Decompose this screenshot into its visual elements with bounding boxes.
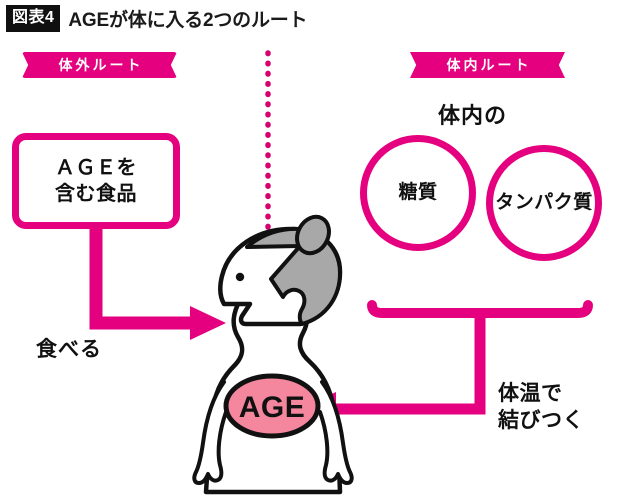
circle-sugar: 糖質 xyxy=(360,135,476,251)
bind-arrow-label: 体温で 結びつく xyxy=(498,380,584,435)
head xyxy=(218,226,343,327)
banner-external-route: 体外ルート xyxy=(22,52,177,78)
circle-sugar-label: 糖質 xyxy=(398,181,438,203)
figure-title-row: 図表4 AGEが体に入る2つのルート xyxy=(6,4,308,32)
age-blob: AGE xyxy=(223,373,321,439)
age-food-box: ＡＧＥを 含む食品 xyxy=(12,133,180,229)
internal-route-heading: 体内の xyxy=(438,103,508,128)
arrow-eat-path xyxy=(89,229,226,340)
hair xyxy=(245,214,342,326)
circle-protein: タンパク質 xyxy=(486,145,602,261)
age-food-box-line-2: 含む食品 xyxy=(55,183,137,205)
body-shape xyxy=(203,297,343,495)
left-arm xyxy=(192,380,228,485)
age-food-box-line-1: ＡＧＥを xyxy=(55,156,137,179)
circle-protein-label: タンパク質 xyxy=(495,191,593,213)
bind-arrow-label-line-2: 結びつく xyxy=(498,409,584,433)
eye xyxy=(235,272,245,282)
bind-arrow-label-line-1: 体温で xyxy=(498,382,563,405)
age-blob-label: AGE xyxy=(239,391,306,424)
figure-number-badge: 図表4 xyxy=(6,4,61,32)
eat-arrow-label: 食べる xyxy=(36,338,102,361)
page-title: AGEが体に入る2つのルート xyxy=(68,9,308,31)
banner-internal-route: 体内ルート xyxy=(410,52,565,78)
dotted-divider xyxy=(265,50,271,232)
right-arm xyxy=(318,380,354,485)
